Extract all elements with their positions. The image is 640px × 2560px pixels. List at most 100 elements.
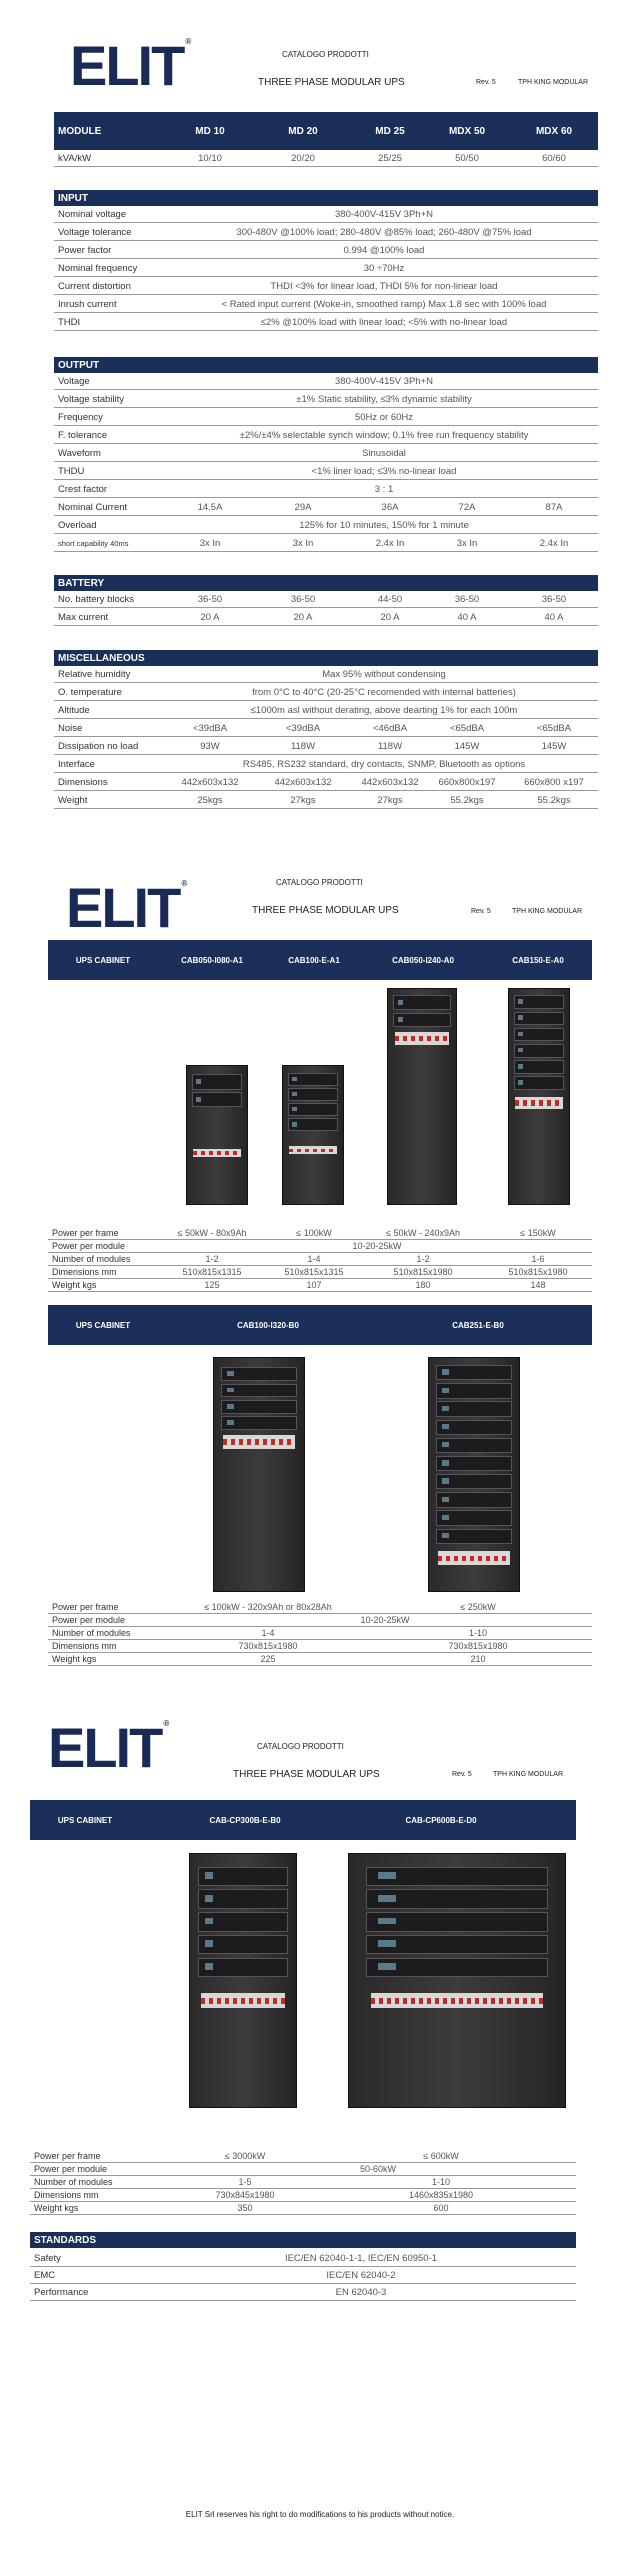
cabinet-header-3: UPS CABINET CAB-CP300B-E-B0 CAB-CP600B-E… — [30, 1800, 576, 1840]
series-name: TPH KING MODULAR — [512, 908, 583, 915]
power-module — [436, 1364, 512, 1381]
model-md20: MD 20 — [288, 125, 318, 137]
power-module — [436, 1401, 512, 1417]
model-cab100-i320: CAB100-I320-B0 — [237, 1320, 299, 1330]
power-module — [436, 1419, 512, 1435]
cabinet-power-per-frame-row: Power per frame≤ 3000kW≤ 600kW — [30, 2150, 576, 2163]
power-module — [366, 1957, 548, 1978]
power-module — [366, 1912, 548, 1932]
series-name: TPH KING MODULAR — [493, 1771, 564, 1778]
cabinet-image-cab251-e — [428, 1357, 520, 1592]
power-module — [436, 1455, 512, 1472]
output-row: Voltage stability±1% Static stability, ≤… — [54, 393, 598, 408]
input-row: THDI≤2% @100% load with linear load; <5%… — [54, 316, 598, 331]
model-cab-cp300b: CAB-CP300B-E-B0 — [209, 1815, 281, 1825]
cabinet-power-per-frame-row: Power per frame≤ 50kW - 80x9Ah≤ 100kW≤ 5… — [48, 1227, 592, 1240]
power-module — [513, 1043, 565, 1058]
power-module — [198, 1957, 288, 1978]
elit-logo: ELIT® — [48, 1716, 170, 1779]
module-header: MODULE MD 10 MD 20 MD 25 MDX 50 MDX 60 — [54, 112, 598, 150]
misc-section-title: MISCELLANEOUS — [54, 650, 598, 666]
revision: Rev. 5 — [476, 79, 496, 86]
power-module — [198, 1866, 288, 1886]
power-module — [198, 1889, 288, 1909]
breaker-panel — [515, 1096, 563, 1110]
power-module — [366, 1889, 548, 1909]
breaker-panel — [193, 1148, 241, 1158]
model-cab251-e: CAB251-E-B0 — [452, 1320, 504, 1330]
breaker-panel — [289, 1146, 337, 1155]
standards-section-title: STANDARDS — [30, 2232, 576, 2248]
footer-note: ELIT Srl reserves his right to do modifi… — [185, 2510, 455, 2519]
model-cab100-e: CAB100-E-A1 — [288, 955, 340, 965]
cabinet-power-per-frame-row: Power per frame≤ 100kW - 320x9Ah or 80x2… — [48, 1601, 592, 1614]
power-module — [287, 1072, 339, 1086]
breaker-panel — [223, 1434, 295, 1449]
power-module — [436, 1492, 512, 1508]
cabinet-image-cab050-i240 — [387, 988, 457, 1205]
revision: Rev. 5 — [471, 908, 491, 915]
breaker-panel — [370, 1993, 544, 2009]
page-subtitle: THREE PHASE MODULAR UPS — [258, 77, 405, 88]
power-module — [287, 1088, 339, 1101]
power-module — [221, 1383, 297, 1398]
power-module — [513, 1059, 565, 1074]
page-subtitle: THREE PHASE MODULAR UPS — [233, 1769, 380, 1780]
cabinet-image-cab050-i080 — [186, 1065, 248, 1205]
cabinet-image-cab100-e — [282, 1065, 344, 1205]
breaker-panel — [200, 1993, 286, 2009]
model-md25: MD 25 — [375, 125, 405, 137]
elit-logo: ELIT® — [70, 34, 192, 97]
power-module — [436, 1528, 512, 1544]
power-module — [366, 1934, 548, 1955]
breaker-panel — [394, 1032, 450, 1045]
power-module — [287, 1118, 339, 1132]
power-module — [191, 1092, 243, 1108]
kva-row: kVA/kW 10/10 20/20 25/25 50/50 60/60 — [54, 152, 598, 167]
catalog-label: CATALOGO PRODOTTI — [282, 50, 369, 59]
cabinet-image-cab-cp600b — [348, 1853, 566, 2108]
page-2: ELIT® CATALOGO PRODOTTI THREE PHASE MODU… — [0, 860, 640, 1700]
power-module — [287, 1103, 339, 1117]
noise-row: Noise<39dBA<39dBA<46dBA<65dBA<65dBA — [54, 722, 598, 737]
model-mdx60: MDX 60 — [535, 125, 573, 137]
revision: Rev. 5 — [452, 1771, 472, 1778]
page-1: ELIT® CATALOGO PRODOTTI THREE PHASE MODU… — [0, 0, 640, 860]
power-module — [221, 1367, 297, 1382]
input-row: Inrush current< Rated input current (Wok… — [54, 298, 598, 313]
breaker-panel — [438, 1551, 510, 1566]
cabinet-header-1: UPS CABINET CAB050-I080-A1 CAB100-E-A1 C… — [48, 940, 592, 980]
power-module — [436, 1383, 512, 1399]
model-cab050-i080: CAB050-I080-A1 — [181, 955, 243, 965]
power-module — [513, 1011, 565, 1026]
cabinet-header-2: UPS CABINET CAB100-I320-B0 CAB251-E-B0 — [48, 1305, 592, 1345]
power-module — [513, 995, 565, 1010]
